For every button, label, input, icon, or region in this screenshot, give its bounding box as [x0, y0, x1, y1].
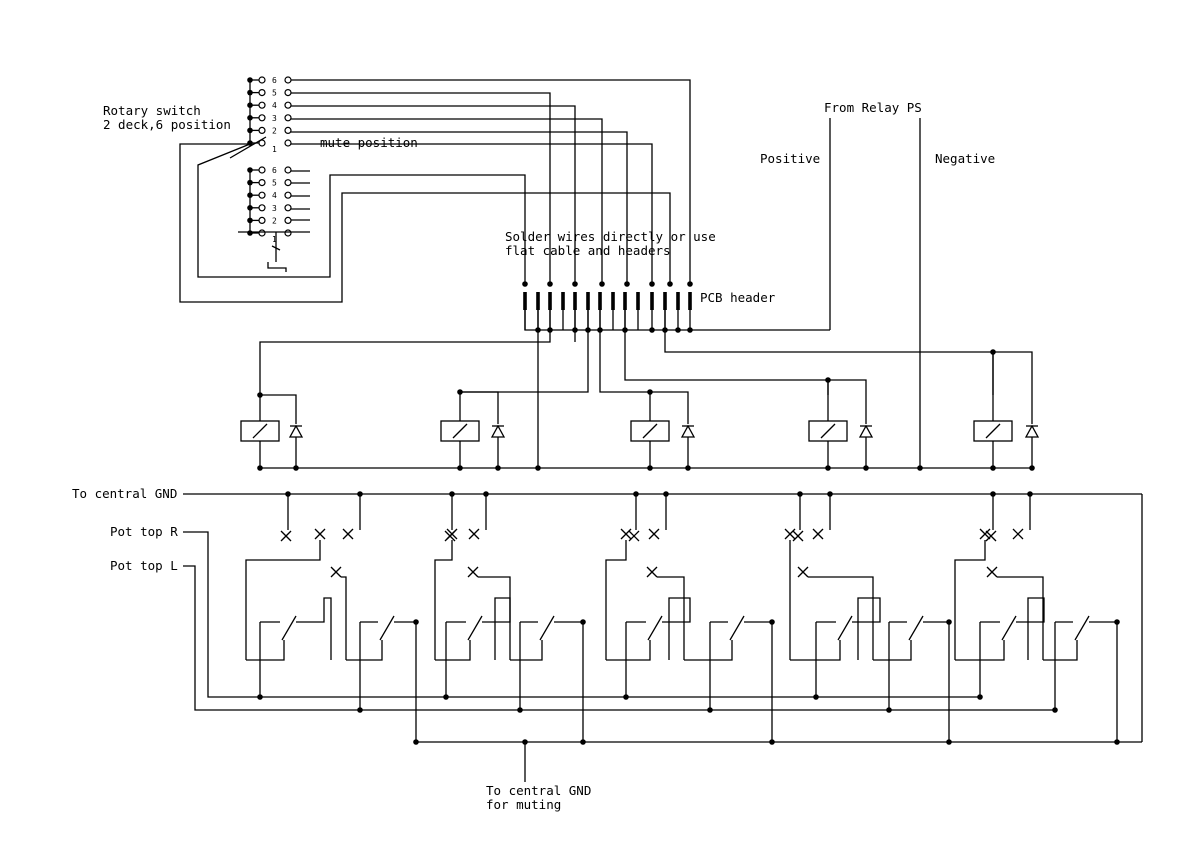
relay-4 [808, 377, 874, 471]
contact-cross-mark [648, 528, 660, 540]
contact-cross-mark [467, 566, 479, 578]
switch-position: 3 [247, 204, 292, 213]
gnd-muting-line2: for muting [486, 797, 561, 812]
channel-1-contacts [245, 491, 419, 745]
relay-5 [973, 349, 1040, 471]
channel-2-contacts [434, 491, 586, 745]
rotary-switch-title: Rotary switch [103, 103, 201, 118]
contact-cross-mark [620, 528, 632, 540]
contact-cross-mark [979, 528, 991, 540]
channel-5-contacts [954, 491, 1120, 745]
pot-top-r-label: Pot top R [110, 524, 178, 539]
contact-cross-mark [468, 528, 480, 540]
switch-to-header-wires [179, 79, 691, 303]
switch-position: 1 [247, 139, 292, 154]
flyback-diode [650, 391, 696, 468]
channel-3-contacts [605, 491, 775, 745]
contact-cross-mark [792, 530, 804, 542]
contact-cross-mark [797, 566, 809, 578]
contact-cross-mark [1012, 528, 1024, 540]
contact-cross-mark [314, 528, 326, 540]
switch-position-number: 5 [272, 179, 277, 188]
relay-ps-label: From Relay PS [824, 100, 922, 115]
negative-label: Negative [935, 151, 995, 166]
header-pin [561, 292, 565, 330]
switch-position: 5 [247, 179, 292, 188]
pcb-header-label: PCB header [700, 290, 776, 305]
relay-1 [240, 392, 304, 471]
contact-cross-mark [985, 530, 997, 542]
header-to-relay-wires [259, 310, 994, 468]
switch-position: 6 [247, 76, 292, 85]
switch-position-number: 4 [272, 191, 277, 200]
flyback-diode [993, 351, 1040, 468]
flyback-diode [260, 394, 304, 468]
rotary-switch: 6 5 4 3 2 1 6 5 4 3 2 1 Rotary switch 2 deck,6 pos… [103, 76, 418, 272]
contact-cross-mark [446, 528, 458, 540]
switch-position: 2 [247, 126, 292, 135]
switch-position-number: 6 [272, 76, 277, 85]
switch-position-number: 5 [272, 89, 277, 98]
relay-bank [240, 349, 1040, 471]
pot-r-bus [183, 531, 980, 698]
switch-position: 2 [247, 216, 292, 225]
relay-3 [630, 389, 696, 471]
switch-position-number: 1 [272, 235, 277, 244]
switch-position-number: 3 [272, 204, 277, 213]
header-pin [636, 292, 640, 330]
switch-position-number: 2 [272, 216, 277, 225]
switch-position-number: 4 [272, 101, 277, 110]
contact-cross-mark [784, 528, 796, 540]
switch-position: 4 [247, 101, 292, 110]
mute-position-label: mute position [320, 135, 418, 150]
flyback-diode [828, 379, 874, 468]
gnd-muting-line1: To central GND [486, 783, 591, 798]
switch-position-number: 2 [272, 126, 277, 135]
switch-position-number: 1 [272, 145, 277, 154]
pcb-header: Solder wires directly or use flat cable … [505, 118, 921, 468]
switch-deck-1: 6 5 4 3 2 1 [247, 76, 292, 154]
positive-label: Positive [760, 151, 820, 166]
header-pin [676, 292, 680, 330]
relay-contacts [245, 491, 1120, 745]
contact-cross-mark [342, 528, 354, 540]
switch-position: 6 [247, 166, 292, 175]
switch-position: 5 [247, 89, 292, 98]
switch-position: 3 [247, 114, 292, 123]
contact-cross-mark [986, 566, 998, 578]
central-gnd-label: To central GND [72, 486, 177, 501]
flyback-diode [460, 391, 506, 468]
switch-position-number: 3 [272, 114, 277, 123]
header-pin [611, 292, 615, 330]
contact-cross-mark [646, 566, 658, 578]
pot-l-bus [183, 565, 1055, 711]
pot-top-l-label: Pot top L [110, 558, 178, 573]
solder-note-line2: flat cable and headers [505, 243, 671, 258]
header-pin [688, 292, 692, 330]
switch-position: 4 [247, 191, 292, 200]
switch-position-number: 6 [272, 166, 277, 175]
header-pin [650, 292, 654, 330]
contact-cross-mark [280, 530, 292, 542]
contact-cross-mark [330, 566, 342, 578]
contact-cross-mark [628, 530, 640, 542]
deck1-wiper [229, 136, 267, 159]
rotary-switch-spec: 2 deck,6 position [103, 117, 231, 132]
gnd-bus [183, 493, 1143, 743]
relay-2 [440, 389, 506, 471]
contact-cross-mark [812, 528, 824, 540]
channel-4-contacts [784, 491, 952, 745]
solder-note-line1: Solder wires directly or use [505, 229, 716, 244]
switch-deck-2: 6 5 4 3 2 1 [247, 166, 292, 244]
